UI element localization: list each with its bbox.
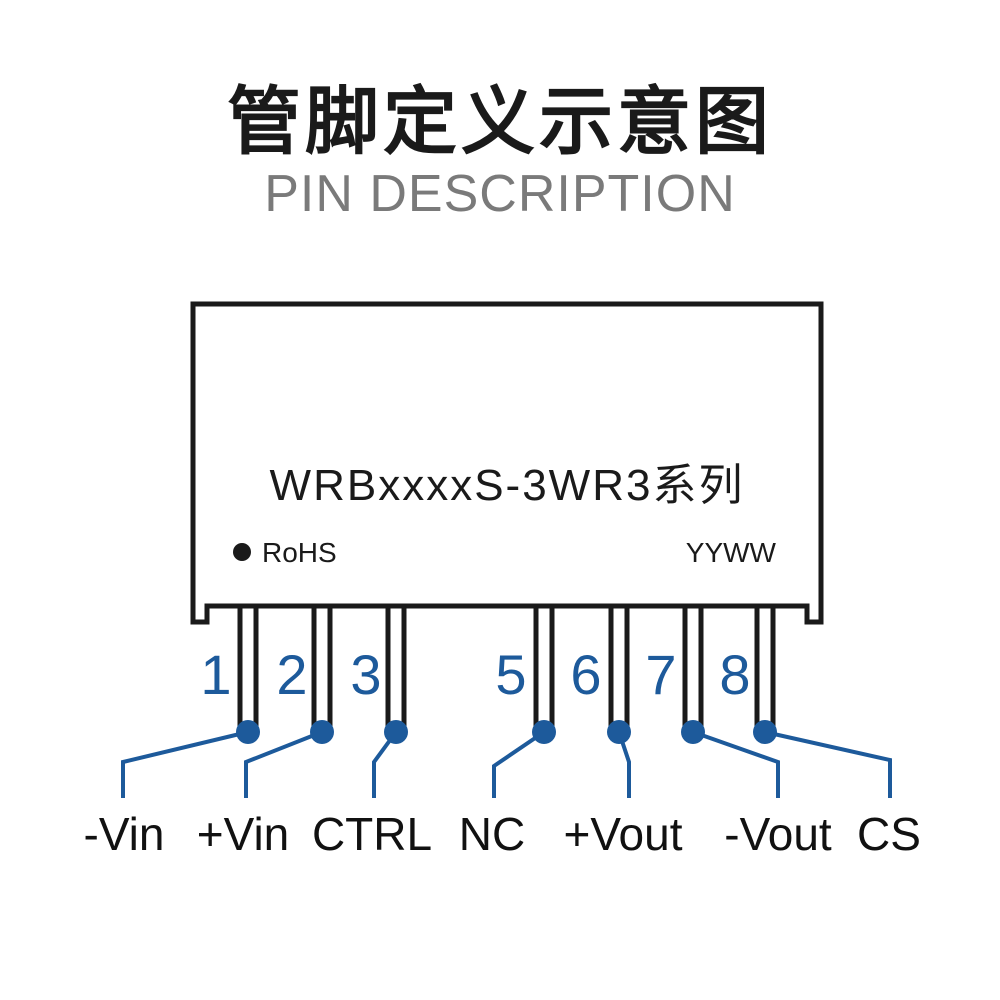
pin-number-3: 3: [350, 643, 381, 706]
pin-lead-2: [311, 606, 333, 732]
pin-number-2: 2: [276, 643, 307, 706]
pin-lead-6: [608, 606, 630, 732]
leader-line-5: [492, 730, 546, 798]
page-subtitle: PIN DESCRIPTION: [264, 165, 736, 223]
pin-lead-7: [682, 606, 704, 732]
pin-label-2: +Vin: [197, 808, 290, 860]
leader-line-8: [764, 730, 892, 798]
pin-lead-3: [385, 606, 407, 732]
page-title: 管脚定义示意图: [227, 79, 773, 165]
pin-label-1: -Vin: [84, 808, 165, 860]
leader-line-2: [244, 730, 323, 798]
date-code: YYWW: [686, 537, 777, 568]
pin-dot-8: [753, 720, 777, 744]
rohs-dot: [233, 543, 251, 561]
pin-dot-5: [532, 720, 556, 744]
pin-number-1: 1: [200, 643, 231, 706]
pin-dot-6: [607, 720, 631, 744]
pin-number-7: 7: [645, 643, 676, 706]
pin-leads: [237, 606, 776, 732]
pin-dots: [236, 720, 777, 744]
pin-dot-2: [310, 720, 334, 744]
pin-number-5: 5: [495, 643, 526, 706]
pin-number-8: 8: [719, 643, 750, 706]
module-body: [190, 301, 824, 625]
pin-dot-7: [681, 720, 705, 744]
pin-label-6: +Vout: [564, 808, 683, 860]
leader-line-7: [692, 730, 780, 798]
leader-line-3: [372, 730, 398, 798]
pin-label-8: CS: [857, 808, 921, 860]
pin-dot-3: [384, 720, 408, 744]
rohs-label: RoHS: [262, 537, 337, 568]
leader-lines: [121, 730, 892, 798]
pin-number-6: 6: [570, 643, 601, 706]
pin-lead-1: [237, 606, 259, 732]
pin-dot-1: [236, 720, 260, 744]
leader-line-1: [121, 730, 249, 798]
module-model: WRBxxxxS-3WR3系列: [270, 461, 745, 510]
pin-lead-8: [754, 606, 776, 732]
pin-label-7: -Vout: [724, 808, 832, 860]
pin-label-5: NC: [459, 808, 525, 860]
pin-label-3: CTRL: [312, 808, 432, 860]
pin-lead-5: [533, 606, 555, 732]
